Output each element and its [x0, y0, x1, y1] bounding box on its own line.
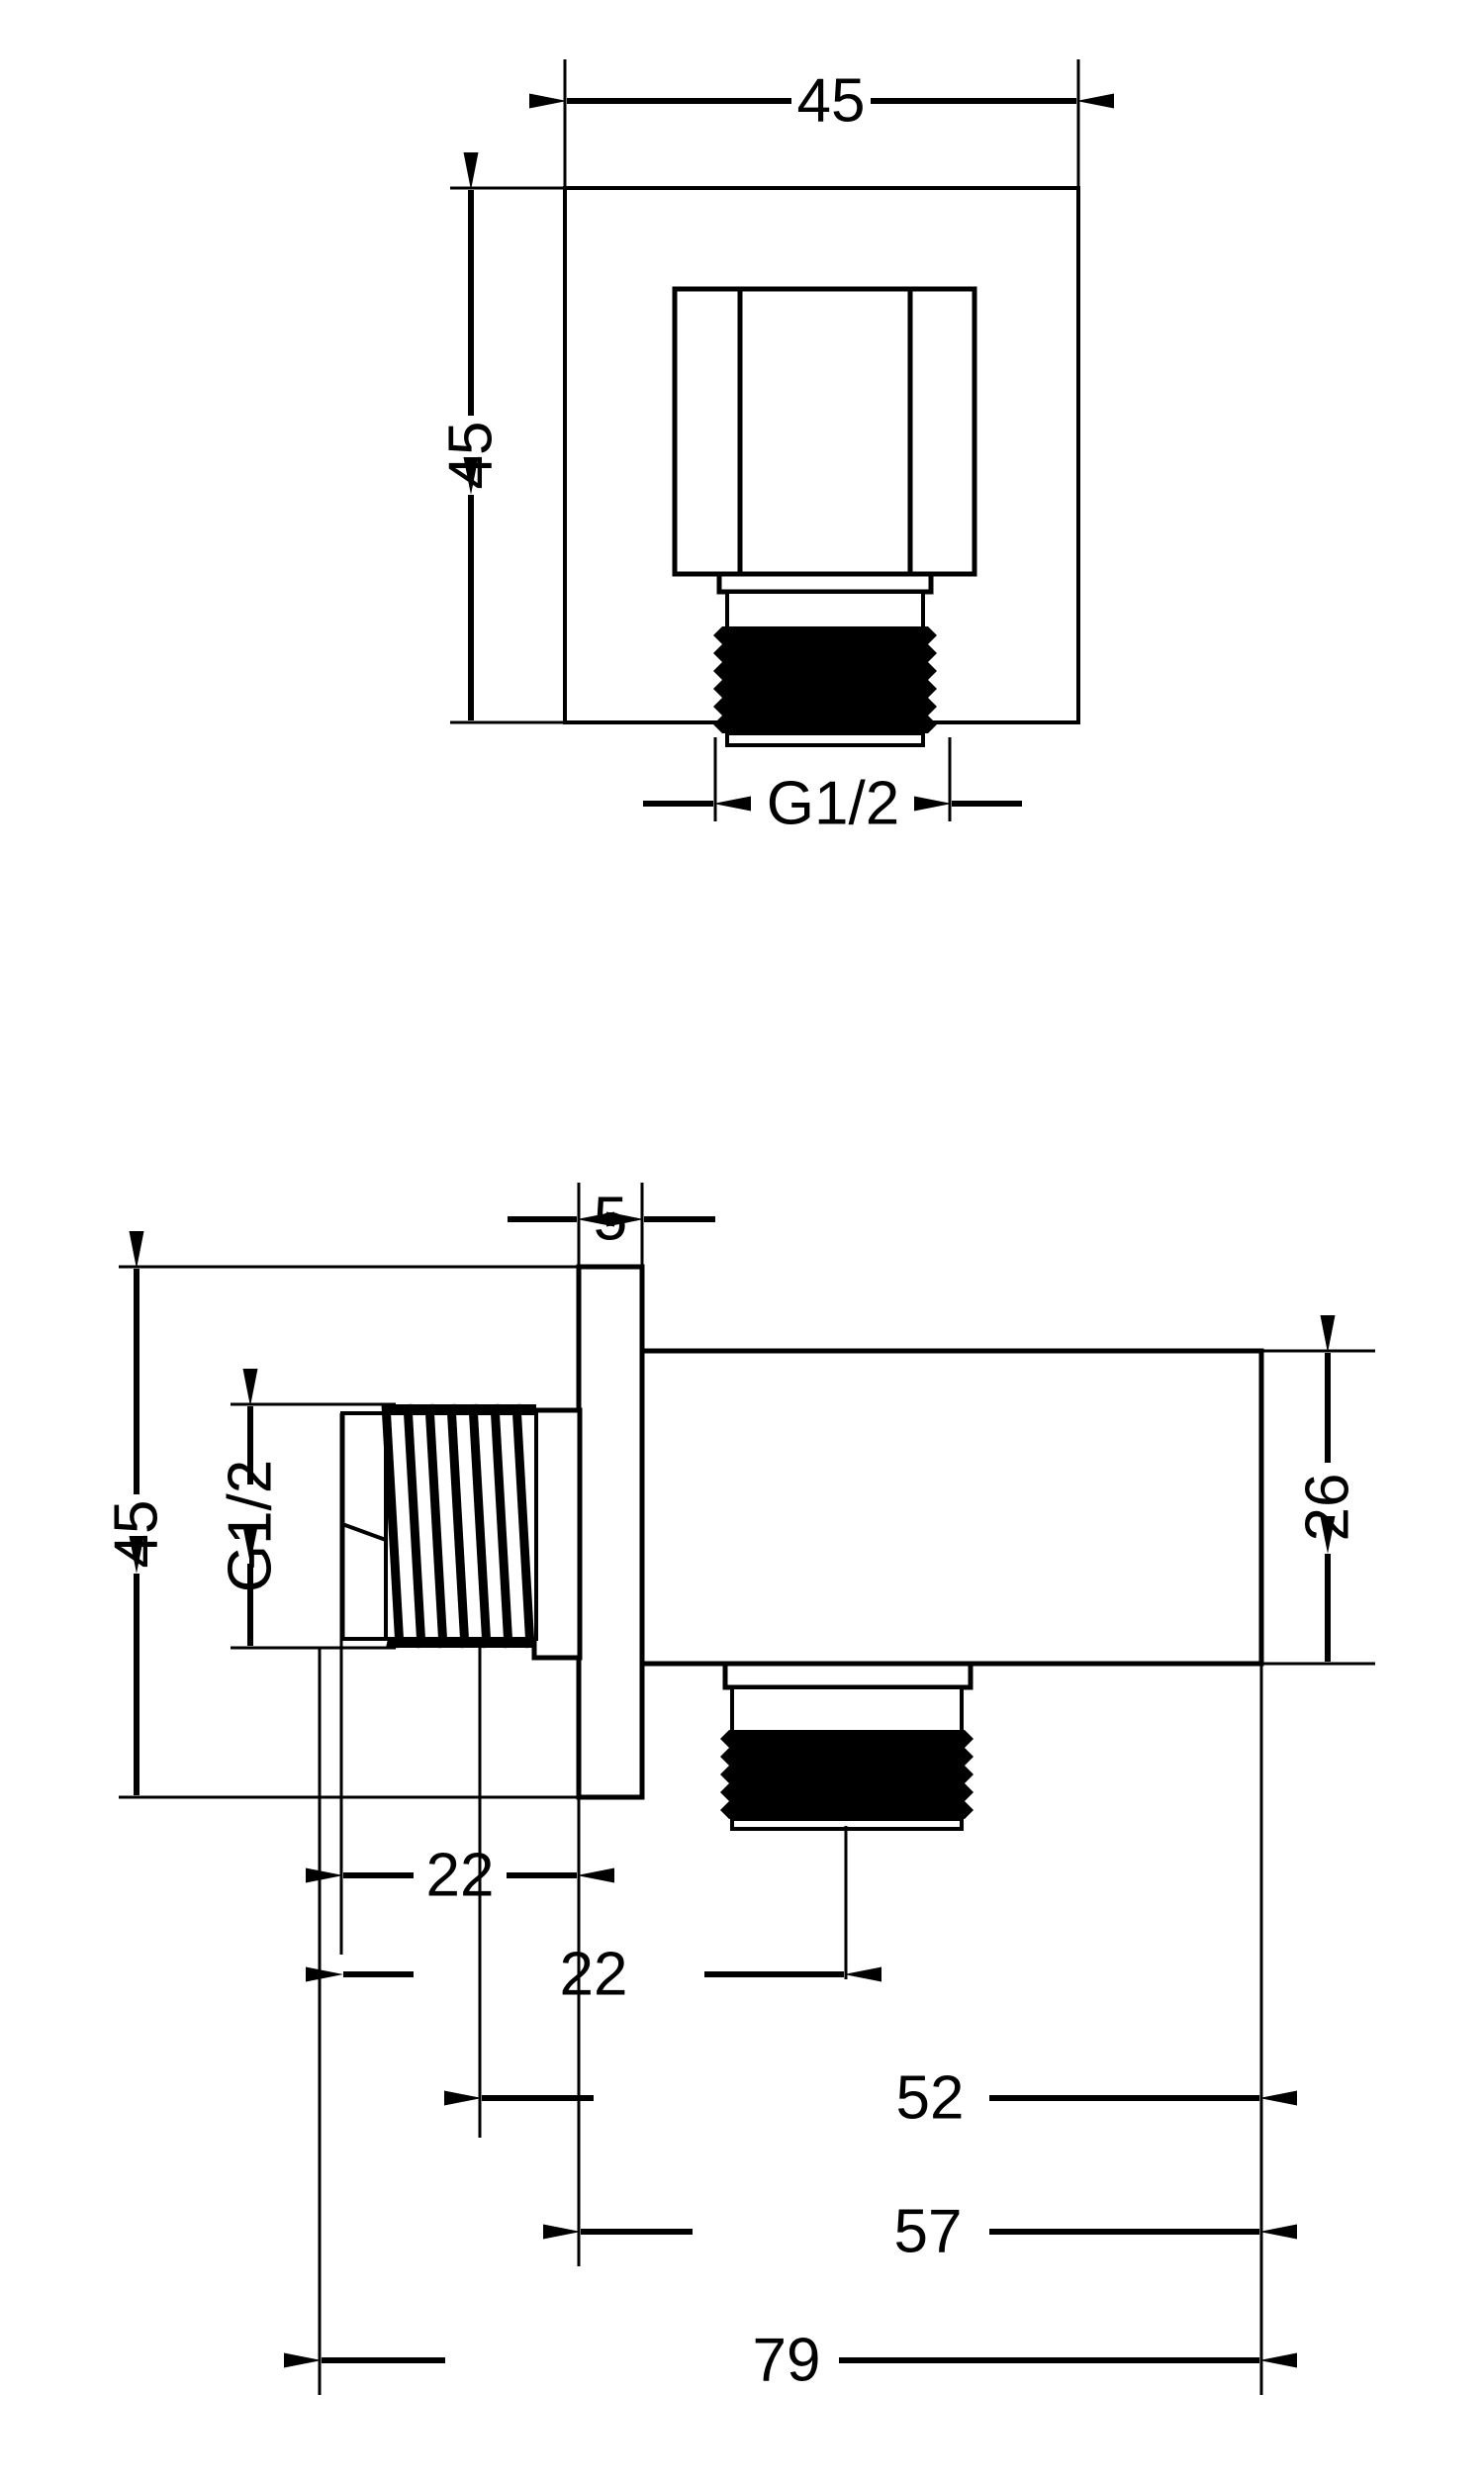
side-outlet-flank-left — [720, 1730, 729, 1819]
dimension-label-body-length: 52 — [896, 2064, 965, 2133]
dimension-body-length: 52 — [444, 1648, 1297, 2395]
side-view: 5 45 G1/2 26 — [103, 1183, 1375, 2395]
dimension-plate-to-end: 57 — [543, 2039, 1297, 2266]
side-inlet-thread — [339, 1403, 538, 1649]
dimension-body-height: 26 — [1252, 1315, 1375, 1666]
dimension-label-plate-to-end: 57 — [894, 2198, 963, 2266]
side-outlet-flank-right — [965, 1730, 974, 1819]
dimension-front-height: 45 — [437, 152, 574, 724]
front-body-outline — [672, 286, 977, 577]
side-wall-plate — [576, 1264, 645, 1800]
dimension-overall-length: 79 — [284, 1648, 1297, 2395]
dimension-side-inlet-thread: G1/2 — [217, 1369, 396, 1650]
dimension-label-plate-thickness: 5 — [594, 1186, 627, 1254]
dimension-label-overall-length: 79 — [753, 2327, 821, 2395]
front-view: 45 45 G1/2 — [437, 59, 1114, 838]
dimension-front-outlet-thread: G1/2 — [643, 737, 1022, 838]
dimension-side-plate-height: 45 — [103, 1231, 589, 1799]
side-outlet-thread-fill — [729, 1730, 965, 1819]
front-thread-end-face — [725, 731, 925, 747]
dimension-thread-length: 22 — [306, 1639, 614, 2039]
dimension-label-front-width: 45 — [797, 67, 866, 136]
dimension-front-width: 45 — [529, 59, 1114, 198]
side-inlet-shoulder — [531, 1407, 583, 1661]
side-body — [639, 1348, 1264, 1667]
dimension-label-body-height: 26 — [1294, 1474, 1362, 1542]
dimension-label-side-plate-height: 45 — [103, 1500, 171, 1569]
front-outlet-collar — [716, 571, 934, 595]
front-thread-flank-right — [928, 626, 937, 733]
dimension-label-front-outlet-thread: G1/2 — [767, 770, 899, 838]
dimension-label-outlet-center-offset: 22 — [560, 1941, 628, 2009]
side-thread-bottom-line — [386, 1639, 536, 1648]
front-outlet-thread-band — [713, 626, 937, 747]
dimension-plate-thickness: 5 — [508, 1183, 715, 1277]
side-outlet-thread-band — [720, 1730, 974, 1831]
dimension-label-thread-length: 22 — [426, 1842, 495, 1910]
side-thread-crests — [381, 1403, 535, 1649]
side-thread-top-line — [386, 1404, 536, 1413]
front-thread-flank-left — [713, 626, 722, 733]
dimension-label-side-inlet-thread: G1/2 — [217, 1460, 285, 1592]
side-thread-runout — [341, 1522, 387, 1542]
front-thread-fill — [722, 626, 928, 733]
side-outlet-collar — [722, 1661, 974, 1690]
dimension-outlet-center-offset: 22 — [306, 1826, 881, 2009]
dimension-label-front-height: 45 — [437, 422, 506, 490]
